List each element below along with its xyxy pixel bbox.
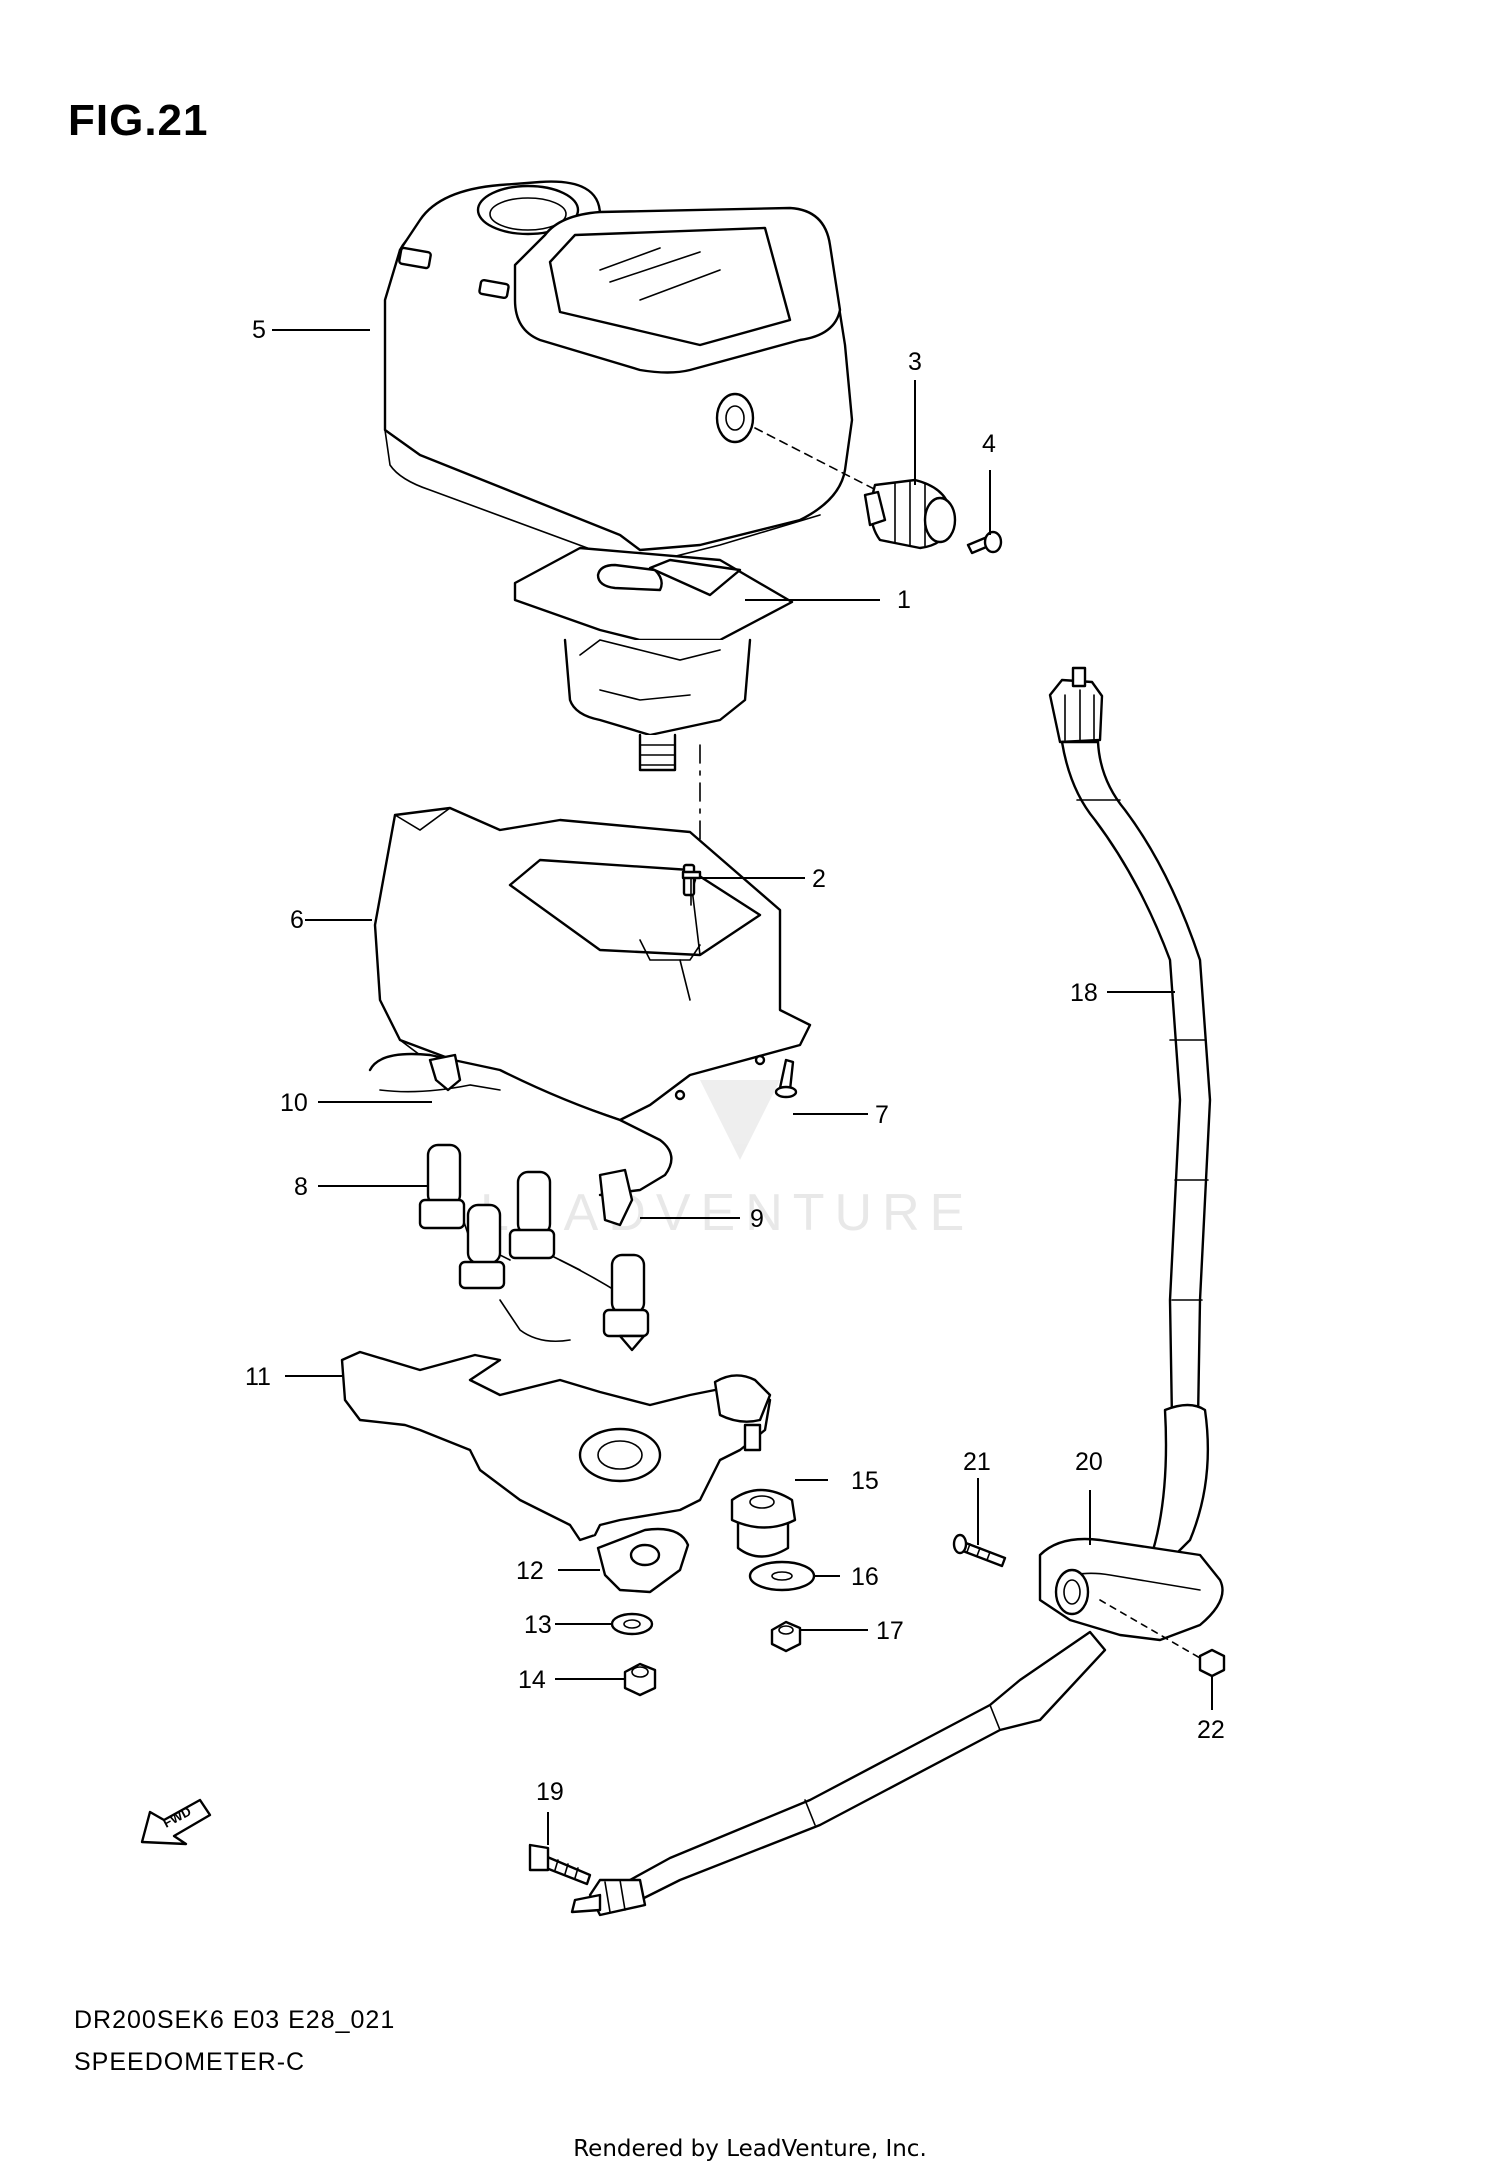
callout-17: 17 (876, 1617, 904, 1645)
fwd-arrow-icon: FWD (140, 1798, 212, 1846)
callout-21: 21 (963, 1448, 991, 1476)
part-7-screw (774, 1058, 798, 1099)
part-8-bulb-socket (418, 1143, 650, 1352)
part-12-clamp (596, 1527, 690, 1594)
callout-13: 13 (524, 1611, 552, 1639)
callout-16: 16 (851, 1563, 879, 1591)
callout-6: 6 (290, 906, 304, 934)
part-3-odometer-knob (754, 427, 957, 550)
callout-5: 5 (252, 316, 266, 344)
callout-15: 15 (851, 1467, 879, 1495)
part-1-speedometer-assembly (513, 546, 794, 841)
part-13-washer (610, 1612, 654, 1636)
render-credit: Rendered by LeadVenture, Inc. (573, 2136, 927, 2162)
callout-2: 2 (812, 865, 826, 893)
model-code: DR200SEK6 E03 E28_021 (74, 2006, 396, 2034)
callout-labels: 5 6 2 7 1 3 4 10 8 9 11 12 13 14 15 16 1… (245, 316, 1225, 1806)
part-18-speedometer-cable (1048, 666, 1212, 1422)
callout-12: 12 (516, 1557, 544, 1585)
part-6-meter-lower-case (373, 806, 812, 1122)
callout-11: 11 (245, 1363, 271, 1391)
part-20-cable-guide (1038, 1403, 1224, 1642)
callout-7: 7 (875, 1101, 889, 1129)
callout-14: 14 (518, 1666, 546, 1694)
figure-title: FIG.21 (68, 96, 209, 145)
part-15-grommet (730, 1488, 797, 1558)
leader-lines (272, 329, 1213, 1845)
part-5-meter-upper-case (383, 180, 854, 566)
part-16-washer (748, 1560, 816, 1592)
part-21-bolt (952, 1533, 1007, 1568)
callout-20: 20 (1075, 1448, 1103, 1476)
section-name: SPEEDOMETER-C (74, 2048, 306, 2076)
callout-1: 1 (897, 586, 911, 614)
callout-19: 19 (536, 1778, 564, 1806)
watermark-text: LEADVENTURE (480, 1184, 974, 1242)
callout-18: 18 (1070, 979, 1098, 1007)
part-18-cable-lower (570, 1630, 1107, 1917)
part-14-nut (623, 1662, 657, 1697)
callout-4: 4 (982, 430, 996, 458)
part-22-nut (1099, 1599, 1226, 1678)
part-19-bolt (528, 1843, 592, 1886)
callout-8: 8 (294, 1173, 308, 1201)
part-4-screw (966, 530, 1003, 555)
part-11-meter-bracket (340, 1350, 772, 1542)
callout-3: 3 (908, 348, 922, 376)
callout-10: 10 (280, 1089, 308, 1117)
callout-22: 22 (1197, 1716, 1225, 1744)
part-17-nut (770, 1620, 802, 1653)
callout-9: 9 (750, 1205, 764, 1233)
